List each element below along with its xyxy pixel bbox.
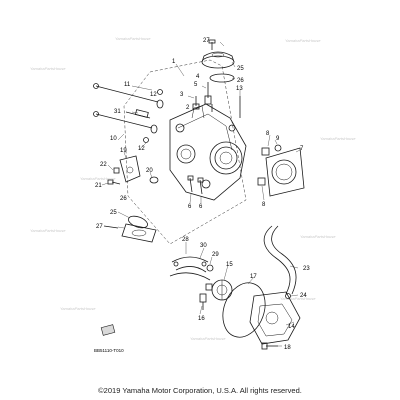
valve-bolts [192, 82, 213, 112]
watermark: YamahaPartsHouse [115, 36, 151, 41]
callout-6: 6 [188, 204, 192, 210]
screw-21 [107, 179, 121, 185]
callout-19: 19 [120, 148, 127, 154]
o-ring-26 [209, 73, 235, 83]
watermark: YamahaPartsHouse [320, 136, 356, 141]
plug-9 [274, 144, 282, 152]
callout-13: 13 [236, 86, 243, 92]
stud-31 [125, 109, 151, 119]
flange-25 [121, 223, 157, 243]
cylinder-head [169, 103, 247, 201]
bands-28-30 [169, 256, 211, 281]
cap-25 [201, 51, 235, 69]
callout-17: 17 [250, 274, 257, 280]
callout-4: 4 [196, 74, 200, 80]
hose-23-outer [271, 225, 297, 295]
callout-29: 29 [212, 252, 219, 258]
hose-23 [263, 225, 291, 295]
callout-18: 18 [284, 345, 291, 351]
thermostat-15 [211, 279, 233, 301]
washer-20 [149, 176, 159, 184]
watermark: YamahaPartsHouse [285, 38, 321, 43]
watermark: YamahaPartsHouse [30, 228, 66, 233]
callout-9: 9 [276, 136, 280, 142]
callout-28: 28 [182, 237, 189, 243]
callout-10: 10 [110, 136, 117, 142]
callout-20: 20 [146, 168, 153, 174]
callout-labels: 1 2 3 4 5 6 6 7 8 8 9 10 11 12 12 13 14 … [95, 38, 310, 351]
callout-8: 8 [266, 131, 270, 137]
bolts-6 [187, 175, 204, 195]
watermark: YamahaPartsHouse [60, 306, 96, 311]
callout-12b: 12 [138, 146, 145, 152]
clip-29 [206, 264, 214, 272]
callout-12: 12 [150, 92, 157, 98]
watermark: YamahaPartsHouse [190, 336, 226, 341]
cylinder-7 [265, 147, 305, 197]
diagram-code: BB51110-T010 [94, 348, 124, 353]
callout-1: 1 [172, 59, 176, 65]
callout-15: 15 [226, 262, 233, 268]
watermark: YamahaPartsHouse [280, 296, 316, 301]
plug-8 [257, 177, 266, 186]
callout-23: 23 [303, 266, 310, 272]
callout-24: 24 [300, 293, 307, 299]
callout-27: 27 [203, 38, 210, 44]
callout-26: 26 [237, 78, 244, 84]
plug-16 [199, 293, 207, 310]
callout-21: 21 [95, 183, 102, 189]
callout-25: 25 [237, 66, 244, 72]
callout-27b: 27 [96, 224, 103, 230]
callout-3: 3 [180, 92, 184, 98]
clip-29 [205, 283, 213, 291]
callout-14: 14 [288, 324, 295, 330]
callout-30: 30 [200, 243, 207, 249]
callout-25b: 25 [110, 210, 117, 216]
bolt-18 [261, 342, 278, 350]
callout-22: 22 [100, 162, 107, 168]
screw-27 [208, 39, 216, 50]
screw-27 [103, 225, 119, 229]
copyright-notice: ©2019 Yamaha Motor Corporation, U.S.A. A… [98, 386, 302, 395]
callout-7: 7 [300, 146, 304, 152]
gasket-26 [128, 215, 148, 229]
callout-31: 31 [114, 109, 121, 115]
o-ring-17 [222, 282, 266, 338]
callout-8b: 8 [262, 202, 266, 208]
callout-11: 11 [124, 82, 131, 88]
callout-26b: 26 [120, 196, 127, 202]
watermark: YamahaPartsHouse [80, 176, 116, 181]
watermark: YamahaPartsHouse [30, 66, 66, 71]
bracket-19 [119, 155, 141, 183]
reference-icon [100, 324, 116, 336]
washer-12 [157, 89, 163, 95]
callout-2: 2 [186, 105, 190, 111]
leader-lines [101, 41, 301, 347]
nut-22 [113, 167, 120, 174]
callout-16: 16 [198, 316, 205, 322]
long-bolt-10 [93, 111, 158, 134]
watermarks: YamahaPartsHouse YamahaPartsHouse Yamaha… [30, 36, 356, 341]
long-bolt-11 [93, 83, 164, 109]
washer-12 [143, 137, 149, 143]
clip-24 [285, 293, 291, 299]
callout-6b: 6 [199, 204, 203, 210]
plug-8 [261, 147, 270, 156]
callout-5: 5 [194, 82, 198, 88]
watermark: YamahaPartsHouse [300, 234, 336, 239]
cover-14 [249, 291, 301, 345]
